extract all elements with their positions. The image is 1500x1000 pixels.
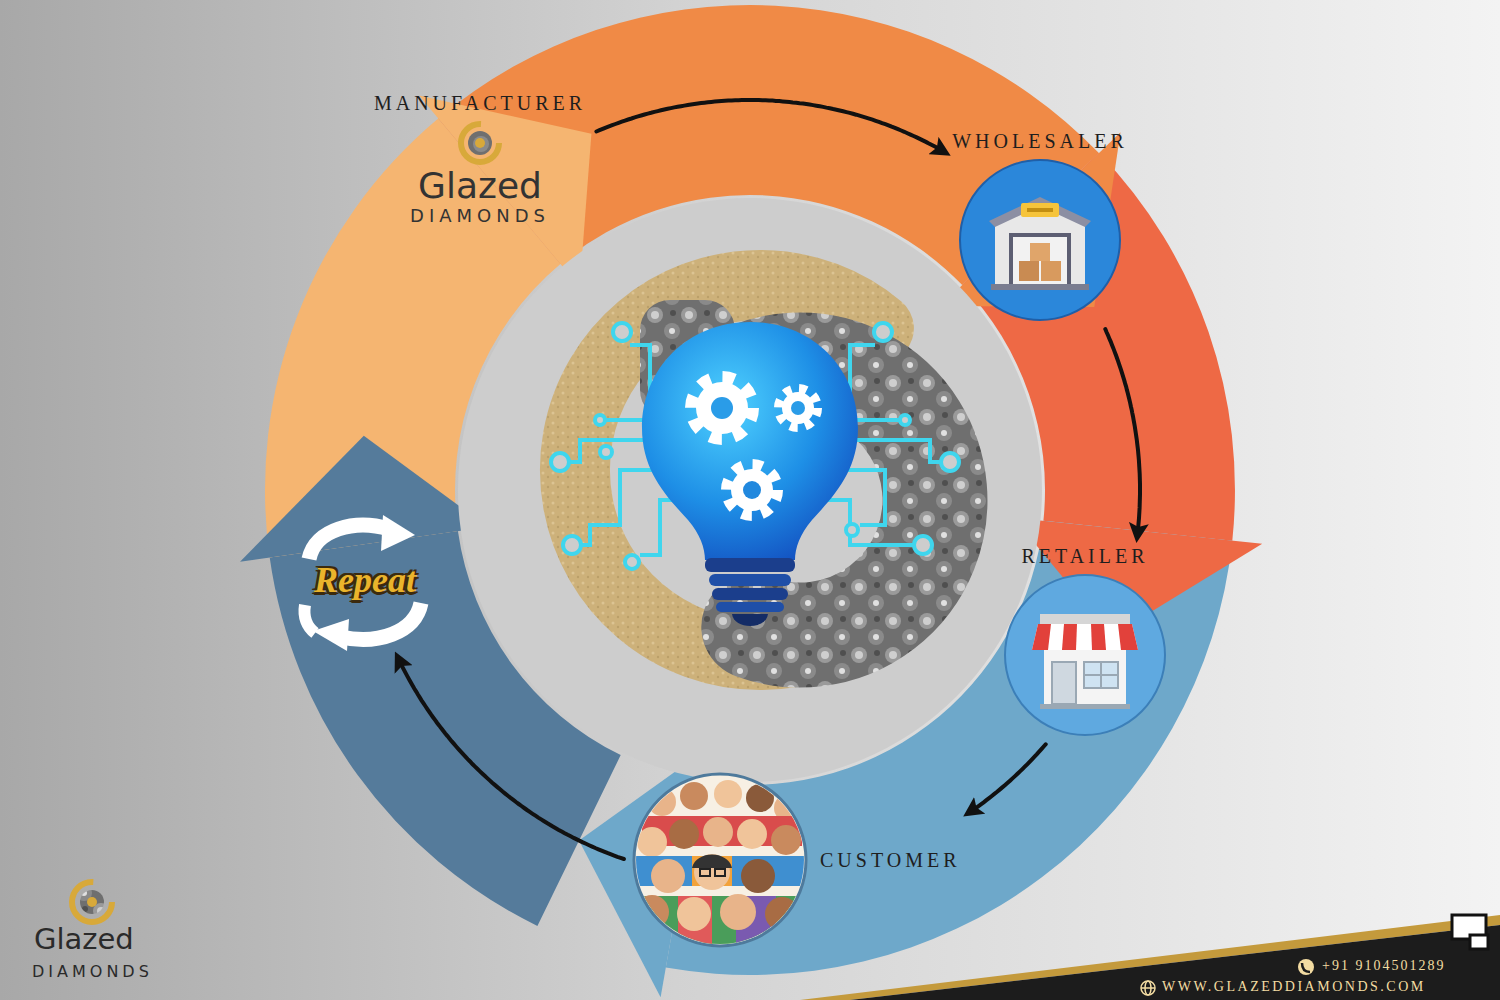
wholesaler-stage: WHOLESALER [952,130,1128,321]
stage-label: CUSTOMER [820,849,961,872]
retailer-stage: RETAILER [1004,545,1166,736]
stage-label: Glazed [418,167,542,205]
stage-label: Repeat [314,561,416,601]
customer-stage: CUSTOMER [632,772,961,948]
crowd-icon [632,772,808,948]
flow-arrow [1105,329,1140,535]
flow-arrow [398,659,624,859]
logo-word: DIAMONDS [32,962,153,981]
flow-arrow [970,744,1046,812]
repeat-badge: Repeat [285,515,445,651]
stage-label: RETAILER [1021,545,1148,568]
manufacturer-stage: MANUFACTURER GlazedDIAMONDS [374,92,586,226]
website-url: WWW.GLAZEDDIAMONDS.COM [1162,979,1426,995]
recycle-arrows [285,515,445,561]
stage-label: WHOLESALER [952,130,1128,153]
warehouse-icon [959,159,1121,321]
logo-mark [455,119,505,167]
logo-word: Glazed [34,922,134,956]
phone-number: +91 9104501289 [1322,958,1445,974]
flow-arrow [596,100,943,152]
shop-icon [1004,574,1166,736]
stage-label: MANUFACTURER [374,92,586,115]
recycle-arrows [285,601,445,651]
stage-label: DIAMONDS [410,205,550,226]
